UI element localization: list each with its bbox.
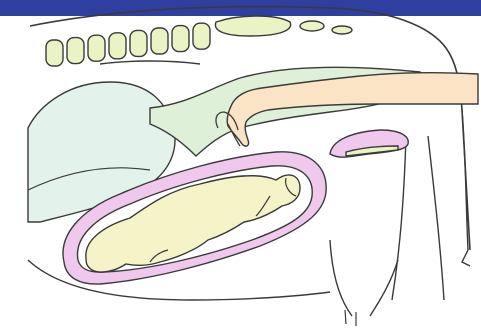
sacrum: [215, 16, 290, 36]
vertebra-3: [88, 35, 105, 61]
organ-outline-upper: [100, 61, 200, 64]
vertebra-2: [67, 38, 84, 64]
coccygeal-vertebra-1: [300, 21, 324, 31]
udder-outline: [330, 240, 398, 316]
coccygeal-vertebra-2: [332, 26, 352, 34]
vertebra-7: [172, 26, 189, 52]
vertebra-4: [109, 33, 126, 59]
vertebra-1: [46, 40, 63, 66]
vertebrae: [46, 23, 210, 66]
vertebra-6: [151, 28, 168, 54]
rear-leg-outline: [392, 136, 444, 300]
teat-left: [345, 310, 356, 326]
vertebra-8: [193, 23, 210, 49]
vertebra-5: [130, 30, 147, 56]
